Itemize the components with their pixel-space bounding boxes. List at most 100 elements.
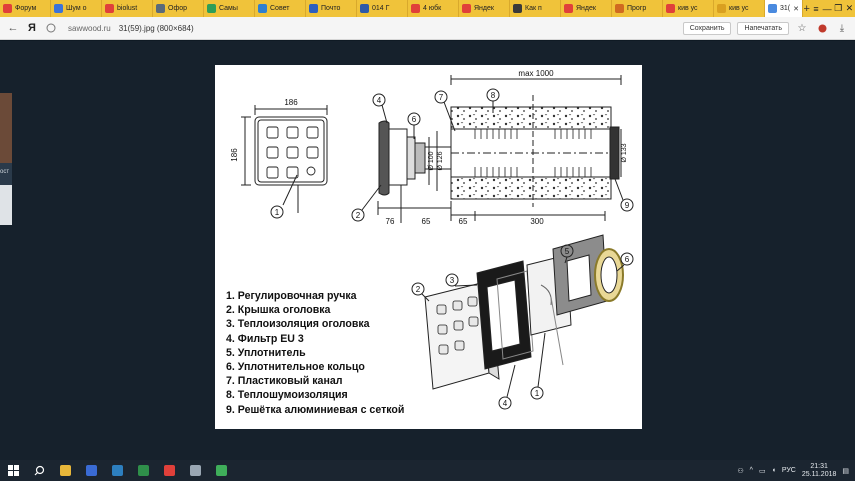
app2-icon bbox=[215, 465, 227, 476]
url-field[interactable]: sawwood.ru 31(59).jpg (800×684) bbox=[68, 24, 194, 33]
minimize-button[interactable]: — bbox=[822, 3, 832, 14]
tab-label: Прогр bbox=[627, 5, 647, 12]
tab-favicon-icon bbox=[411, 4, 420, 13]
clock-time: 21:31 bbox=[810, 462, 828, 470]
tab-favicon-icon bbox=[462, 4, 471, 13]
photoshop-taskbar-button[interactable] bbox=[104, 460, 130, 481]
callout-4: 4 bbox=[377, 96, 382, 105]
tab-label: кив ус bbox=[729, 5, 749, 12]
callout-2: 2 bbox=[356, 211, 361, 220]
tab-5[interactable]: Совет bbox=[255, 0, 306, 17]
clock-date: 25.11.2018 bbox=[801, 470, 837, 478]
explorer-taskbar-button[interactable] bbox=[52, 460, 78, 481]
back-button[interactable]: ← bbox=[7, 22, 19, 34]
close-window-button[interactable]: ✕ bbox=[845, 3, 854, 13]
tab-3[interactable]: Офор bbox=[153, 0, 204, 17]
tab-favicon-icon bbox=[768, 4, 777, 13]
clock[interactable]: 21:31 25.11.2018 bbox=[802, 463, 837, 479]
close-tab-icon[interactable]: ✕ bbox=[793, 5, 799, 13]
dim-d126: Ø 126 bbox=[437, 151, 444, 170]
callout-1: 1 bbox=[275, 208, 280, 217]
tab-4[interactable]: Самы bbox=[204, 0, 255, 17]
tab-favicon-icon bbox=[207, 4, 216, 13]
tab-favicon-icon bbox=[3, 4, 12, 13]
legend-item: 4. Фильтр EU 3 bbox=[226, 332, 304, 345]
star-icon[interactable]: ☆ bbox=[797, 22, 807, 34]
tab-favicon-icon bbox=[666, 4, 675, 13]
tab-8[interactable]: 4 юбк bbox=[408, 0, 459, 17]
menu-icon[interactable]: ≡ bbox=[813, 3, 819, 14]
tab-label: Шум о bbox=[66, 5, 87, 12]
legend-item: 5. Уплотнитель bbox=[226, 346, 306, 359]
callout-6: 6 bbox=[412, 115, 417, 124]
app-taskbar-button[interactable] bbox=[182, 460, 208, 481]
explorer-icon bbox=[59, 465, 71, 476]
background-window-part: ост bbox=[0, 163, 12, 185]
tab-label: Офор bbox=[168, 5, 187, 12]
legend-item: 9. Решётка алюминиевая с сеткой bbox=[226, 403, 405, 416]
tab-favicon-icon bbox=[564, 4, 573, 13]
dim-65-b: 65 bbox=[459, 217, 468, 226]
callout-8: 8 bbox=[491, 91, 496, 100]
app-icon bbox=[189, 465, 201, 476]
tab-13[interactable]: кив ус bbox=[663, 0, 714, 17]
maximize-button[interactable]: ❐ bbox=[834, 3, 843, 13]
address-bar: ← Я sawwood.ru 31(59).jpg (800×684) Сохр… bbox=[0, 17, 855, 40]
dim-65-a: 65 bbox=[422, 217, 431, 226]
callout-2-exploded: 2 bbox=[416, 285, 421, 294]
download-icon[interactable]: ⤓ bbox=[839, 22, 845, 34]
extension-icon[interactable] bbox=[815, 21, 829, 35]
site-info-icon[interactable] bbox=[44, 21, 58, 35]
excel-taskbar-button[interactable] bbox=[130, 460, 156, 481]
background-window-edge: ост bbox=[0, 93, 14, 263]
tab-6[interactable]: Почто bbox=[306, 0, 357, 17]
tab-label: 31( bbox=[780, 5, 791, 12]
tab-7[interactable]: 014 Г bbox=[357, 0, 408, 17]
callout-5-exploded: 5 bbox=[565, 247, 570, 256]
network-icon[interactable]: ▭ bbox=[758, 467, 766, 475]
tab-active[interactable]: 31( ✕ bbox=[765, 0, 803, 17]
language-indicator[interactable]: РУС bbox=[781, 467, 796, 474]
save-button[interactable]: Сохранить bbox=[682, 21, 732, 35]
system-tray: ⚇ ^ ▭ ◖ РУС 21:31 25.11.2018 ▤ bbox=[737, 463, 855, 479]
legend-item: 8. Теплошумоизоляция bbox=[226, 389, 348, 402]
tab-12[interactable]: Прогр bbox=[612, 0, 663, 17]
tab-9[interactable]: Яндек bbox=[459, 0, 510, 17]
volume-icon[interactable]: ◖ bbox=[771, 467, 776, 474]
people-icon[interactable]: ⚇ bbox=[737, 467, 744, 475]
search-button[interactable] bbox=[26, 460, 52, 481]
print-button[interactable]: Напечатать bbox=[737, 21, 789, 35]
tab-0[interactable]: Форум bbox=[0, 0, 51, 17]
tab-favicon-icon bbox=[156, 4, 165, 13]
start-button[interactable] bbox=[0, 460, 26, 481]
dim-max: max 1000 bbox=[518, 69, 554, 78]
yandex-logo-icon[interactable]: Я bbox=[28, 22, 36, 34]
tab-label: Как п bbox=[525, 5, 542, 12]
tab-14[interactable]: кив ус bbox=[714, 0, 765, 17]
url-path: 31(59).jpg (800×684) bbox=[118, 23, 194, 33]
tab-favicon-icon bbox=[309, 4, 318, 13]
dim-d133: Ø 133 bbox=[621, 143, 628, 162]
tab-10[interactable]: Как п bbox=[510, 0, 561, 17]
tab-label: Форум bbox=[15, 5, 37, 12]
tab-label: Яндек bbox=[474, 5, 494, 12]
chevron-up-icon[interactable]: ^ bbox=[749, 467, 753, 474]
tab-label: кив ус bbox=[678, 5, 698, 12]
new-tab-button[interactable]: + bbox=[803, 2, 810, 15]
tab-1[interactable]: Шум о bbox=[51, 0, 102, 17]
callout-6-exploded: 6 bbox=[625, 255, 630, 264]
legend-item: 1. Регулировочная ручка bbox=[226, 290, 357, 302]
notifications-icon[interactable]: ▤ bbox=[842, 467, 849, 475]
image-viewport: ост bbox=[0, 41, 855, 460]
yandex-taskbar-button[interactable] bbox=[156, 460, 182, 481]
tab-favicon-icon bbox=[615, 4, 624, 13]
callout-1-exploded: 1 bbox=[535, 389, 540, 398]
word-taskbar-button[interactable] bbox=[78, 460, 104, 481]
tab-label: biolust bbox=[117, 5, 138, 12]
tab-11[interactable]: Яндек bbox=[561, 0, 612, 17]
background-window-part bbox=[0, 185, 12, 225]
app2-taskbar-button[interactable] bbox=[208, 460, 234, 481]
tab-2[interactable]: biolust bbox=[102, 0, 153, 17]
